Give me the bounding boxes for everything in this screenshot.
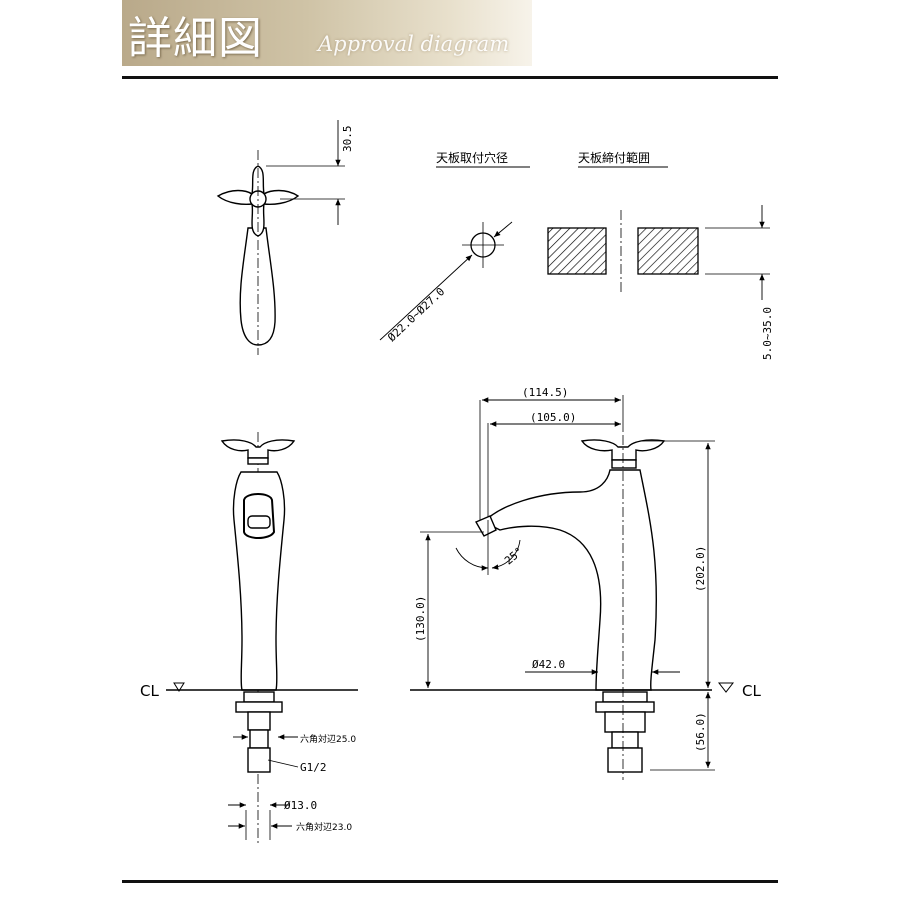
header-title: 詳細図 <box>128 13 263 64</box>
counter-section-view <box>547 205 770 300</box>
diameter-label: Ø13.0 <box>284 799 317 812</box>
handle-dimension: 30.5 <box>341 126 354 153</box>
thickness-dimension: 5.0~35.0 <box>761 307 774 360</box>
bottom-rule <box>122 880 778 883</box>
body-diameter-label: Ø42.0 <box>532 658 565 671</box>
thickness-label: 天板締付範囲 <box>578 150 650 165</box>
thread-label: G1/2 <box>300 761 327 774</box>
cl-label-left: CL <box>140 682 159 700</box>
header-banner <box>122 0 532 66</box>
cl-marker-left <box>173 682 185 692</box>
reach-outer-label: (114.5) <box>522 386 568 399</box>
handle-top-view <box>216 120 345 355</box>
reach-inner-label: (105.0) <box>530 411 576 424</box>
hole-label: 天板取付穴径 <box>436 150 508 165</box>
faucet-front-view <box>220 432 299 845</box>
below-cl-label: (56.0) <box>694 712 707 752</box>
cl-marker-right <box>717 682 735 693</box>
spout-height-label: (130.0) <box>414 596 427 642</box>
faucet-side-view <box>420 395 715 780</box>
hex-top-label: 六角対辺25.0 <box>300 733 356 745</box>
top-rule <box>122 76 778 79</box>
hex-bottom-label: 六角対辺23.0 <box>296 821 352 833</box>
total-height-label: (202.0) <box>694 546 707 592</box>
cl-label-right: CL <box>742 682 761 700</box>
angle-label: 25° <box>502 545 526 568</box>
header-subtitle: Approval diagram <box>318 32 510 56</box>
hole-dimension: Ø22.0~Ø27.0 <box>385 285 447 344</box>
mounting-hole-view <box>379 221 513 341</box>
